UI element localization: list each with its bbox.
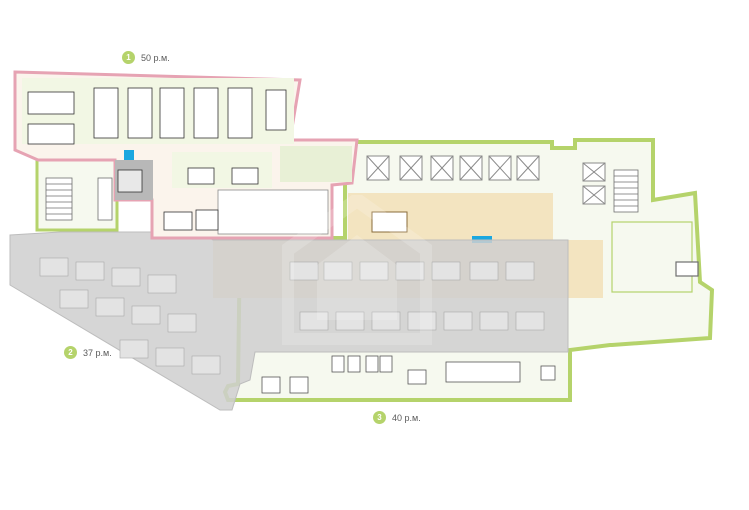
elevator-shafts bbox=[366, 155, 606, 205]
stairs-left bbox=[35, 153, 119, 232]
meeting-room bbox=[280, 146, 352, 182]
zone-1-label[interactable]: 1 50 р.м. bbox=[122, 51, 170, 64]
zone-3-label[interactable]: 3 40 р.м. bbox=[373, 411, 421, 424]
zone-3-badge: 3 bbox=[373, 411, 386, 424]
zone-2-label[interactable]: 2 37 р.м. bbox=[64, 346, 112, 359]
reception-desk bbox=[371, 211, 408, 233]
workstations bbox=[27, 87, 287, 231]
zone-1-badge: 1 bbox=[122, 51, 135, 64]
zone-1-area[interactable] bbox=[13, 70, 359, 240]
stairs-right bbox=[613, 169, 639, 213]
zone-2-badge: 2 bbox=[64, 346, 77, 359]
watermark-logo bbox=[282, 195, 432, 345]
lounge-furniture bbox=[261, 355, 556, 394]
zone-1-capacity: 50 р.м. bbox=[141, 52, 170, 63]
water-point bbox=[124, 150, 134, 160]
zone-2-area[interactable] bbox=[9, 231, 569, 411]
zone-3-capacity: 40 р.м. bbox=[392, 412, 421, 423]
annex bbox=[611, 221, 699, 293]
zone-2-capacity: 37 р.м. bbox=[83, 347, 112, 358]
gray-desks bbox=[39, 257, 545, 375]
